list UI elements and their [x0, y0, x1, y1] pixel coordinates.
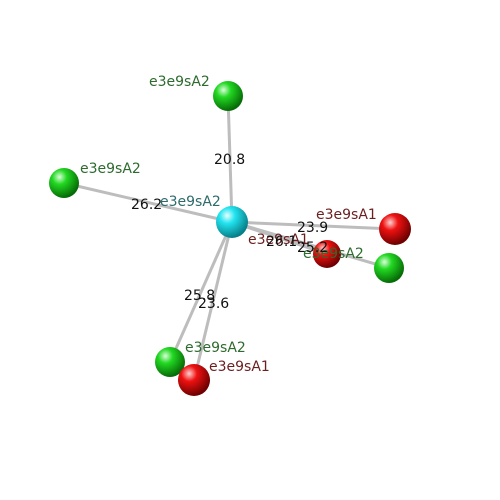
- distance-right-a2: 25.2: [297, 240, 328, 256]
- atom-a1-bottom[interactable]: [178, 364, 210, 396]
- distance-top: 20.8: [214, 152, 245, 168]
- atom-a2-left[interactable]: [49, 168, 79, 198]
- distance-bottom-a1: 23.6: [198, 296, 229, 312]
- atom-center[interactable]: [216, 206, 248, 238]
- distance-right-a1: 23.9: [297, 220, 328, 236]
- distance-mid-a1: 26.1: [266, 234, 297, 250]
- atom-a1-right[interactable]: [379, 213, 411, 245]
- label-a2-bottom: e3e9sA2: [185, 340, 246, 356]
- label-center: e3e9sA2: [160, 194, 221, 210]
- atom-labels: e3e9sA2 e3e9sA2 e3e9sA1 e3e9sA1 e3e9sA2 …: [80, 74, 377, 375]
- bond-left-a2: [63, 181, 233, 224]
- label-a1-right: e3e9sA1: [316, 207, 377, 223]
- label-a2-right: e3e9sA2: [303, 246, 364, 262]
- label-a1-mid: e3e9sA1: [248, 232, 309, 248]
- atom-a2-top[interactable]: [213, 81, 243, 111]
- label-a2-top: e3e9sA2: [149, 74, 210, 90]
- label-a2-left: e3e9sA2: [80, 161, 141, 177]
- atom-a2-right[interactable]: [374, 253, 404, 283]
- bond-right-a1: [231, 220, 396, 231]
- atom-a1-mid[interactable]: [313, 240, 341, 268]
- distance-bottom-a2: 25.8: [184, 288, 215, 304]
- label-a1-bottom: e3e9sA1: [209, 359, 270, 375]
- distance-left: 26.2: [131, 197, 162, 213]
- atom-a2-bottom[interactable]: [155, 347, 185, 377]
- distance-labels: 20.8 26.2 23.9 26.1 25.2 25.8 23.6: [131, 152, 328, 312]
- bonds: [63, 95, 396, 381]
- bond-bottom-a1: [192, 221, 234, 381]
- atoms: [49, 81, 411, 396]
- bond-bottom-a2: [168, 221, 234, 363]
- bond-top-a2: [226, 95, 234, 223]
- bond-right-a2: [231, 220, 390, 270]
